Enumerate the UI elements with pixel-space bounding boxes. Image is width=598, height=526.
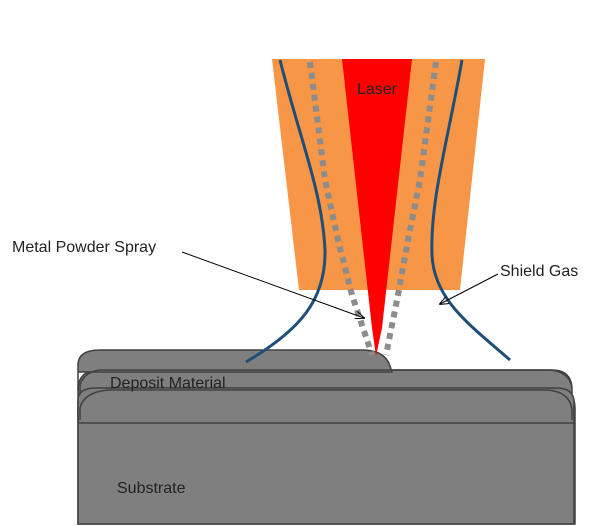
powder-stream-right xyxy=(383,61,439,356)
laser-label: Laser xyxy=(357,81,398,98)
metal-powder-spray-label: Metal Powder Spray xyxy=(12,239,156,256)
deposit-layer-upper-edge xyxy=(79,389,573,420)
shield-gas-left xyxy=(245,59,327,364)
shield-gas-arrow xyxy=(440,273,499,304)
substrate-body xyxy=(77,387,575,525)
deposit-layer-lower-edge xyxy=(79,369,573,395)
substrate-label: Substrate xyxy=(117,480,186,497)
metal-powder-spray-arrow xyxy=(181,251,364,318)
substrate-block xyxy=(77,349,576,525)
shield-gas-right xyxy=(430,59,511,362)
laser-beam xyxy=(342,59,412,356)
shield-gas-label: Shield Gas xyxy=(500,263,578,280)
deposit-material-label: Deposit Material xyxy=(110,375,226,392)
